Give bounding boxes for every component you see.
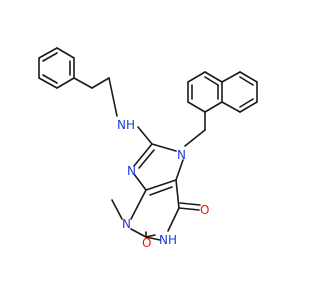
bond-c4-n9 (133, 173, 147, 191)
chemical-structure-diagram: NH N N N NH O O (38, 47, 258, 250)
bond-naph-b-dbl-2 (239, 98, 254, 108)
bond-phenyl-dbl-a (42, 52, 58, 62)
bond-n1-c2 (145, 236, 161, 241)
atom-label-layer: NH N N N NH O O (117, 118, 209, 250)
atom-o2: O (142, 236, 151, 250)
bond-naph-b2 (239, 71, 258, 83)
bond-c5-c4 (145, 179, 177, 191)
bond-naph-a3 (187, 71, 206, 83)
bond-phenyl-5 (56, 77, 75, 89)
atom-nh-1: NH (159, 233, 177, 247)
bond-c2-o2-a (145, 234, 156, 238)
bond-c5-c6 (175, 179, 180, 209)
bond-phenyl-6 (38, 77, 58, 89)
bond-n3-c4 (130, 189, 147, 220)
atom-n7: N (177, 148, 186, 162)
bond-c2-n3 (130, 228, 147, 238)
bond-phenyl-dbl-c (42, 74, 58, 84)
bond-chain-3 (108, 77, 118, 117)
bond-naph-a6 (204, 101, 223, 113)
bond-nh-c8 (137, 126, 153, 145)
bond-chain-2 (91, 77, 110, 89)
bond-naph-b-dbl-1 (239, 76, 254, 86)
bond-phenyl-3 (56, 47, 75, 59)
bond-naph-b1 (221, 71, 241, 83)
bond-chain-1 (73, 77, 93, 89)
bond-naph-a4 (204, 71, 223, 83)
bond-c6-n1 (167, 207, 180, 232)
bond-n9-c8-dbl (138, 149, 155, 169)
bond-n7-c5 (175, 159, 184, 181)
atom-n9: N (127, 164, 136, 178)
bond-naph-a1 (187, 101, 206, 113)
bond-c6-o6-dbl (179, 202, 201, 206)
atom-nh-amine: NH (117, 118, 135, 132)
bond-naph-b4 (239, 101, 258, 113)
atom-o6: O (200, 203, 209, 217)
bond-c8-n7 (151, 143, 177, 152)
bond-c6-o6 (178, 207, 200, 211)
bond-n3-methyl (111, 199, 123, 220)
bond-phenyl-2 (38, 47, 58, 59)
bond-naph-a-dbl-2 (204, 76, 219, 86)
bond-n7-ch2 (184, 129, 206, 147)
bond-c4-c5-dbl (149, 186, 173, 196)
bond-n9-c8 (133, 143, 153, 167)
atom-n3: N (122, 217, 131, 231)
bond-naph-b5 (221, 101, 241, 113)
structure-canvas: NH N N N NH O O (38, 47, 258, 250)
bond-layer (38, 47, 258, 241)
